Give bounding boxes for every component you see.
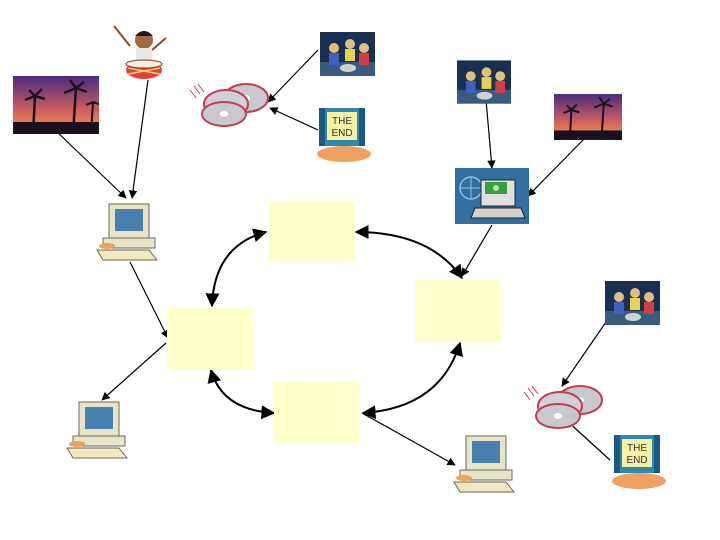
svg-text:THE: THE — [627, 443, 647, 454]
drummer-icon — [113, 25, 167, 79]
arrow-film-to-discs-2 — [565, 419, 611, 461]
band-photo-icon — [320, 32, 375, 76]
curve-box-right-to-box-bottom — [361, 341, 463, 420]
the-end-text-line1: THE — [332, 116, 352, 127]
the-end-text-line2: END — [331, 128, 352, 139]
sunset-photo-icon — [13, 76, 99, 134]
arrow-atm-to-box — [461, 224, 493, 277]
arrow-band-to-discs-2 — [561, 321, 607, 387]
curve-box-left-to-box-bottom — [207, 368, 276, 420]
arrow-sunset-to-atm — [527, 137, 586, 197]
arrow-band-to-atm — [485, 99, 496, 169]
the-end-film-icon: THE END — [612, 435, 666, 489]
process-box-top — [269, 202, 355, 261]
arrow-drummer-to-computer — [128, 79, 149, 199]
computer-icon — [66, 401, 129, 459]
process-box-right — [415, 280, 501, 342]
arrow-band-to-discs — [267, 49, 319, 103]
discs-icon — [189, 83, 269, 127]
band-photo-icon — [457, 60, 511, 104]
sunset-photo-icon — [554, 94, 622, 140]
curve-box-top-to-box-left — [205, 228, 268, 308]
arrow-box-to-computer — [101, 342, 167, 401]
curve-box-top-to-box-right — [354, 225, 463, 280]
the-end-film-icon: THE END — [317, 108, 371, 162]
discs-icon — [523, 385, 603, 429]
arrow-film-to-discs — [269, 107, 319, 131]
band-photo-icon — [605, 281, 660, 325]
atm-computer-icon — [455, 168, 529, 224]
computer-icon — [453, 435, 516, 493]
arrow-sunset-to-computer — [54, 129, 127, 199]
arrow-box-to-computer-2 — [361, 412, 456, 466]
computer-icon — [96, 203, 159, 261]
process-box-bottom — [274, 382, 360, 443]
svg-text:END: END — [626, 455, 647, 466]
arrow-computer-to-box — [129, 261, 169, 339]
process-box-left — [167, 308, 253, 370]
